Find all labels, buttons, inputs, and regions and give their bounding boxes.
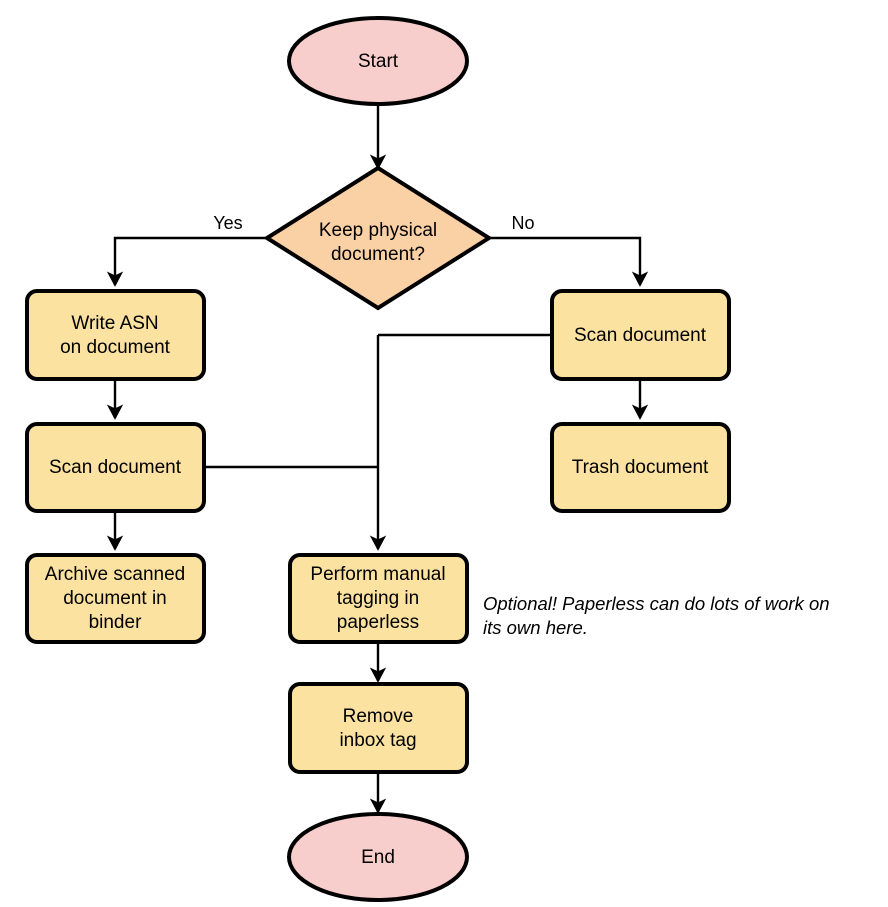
tagging-box-shape — [288, 553, 469, 644]
decision-label-line1: Keep physical — [319, 220, 437, 241]
start-label: Start — [358, 51, 399, 72]
node-trash-document[interactable]: Trash document — [550, 422, 731, 513]
archive-box-shape — [25, 553, 206, 644]
node-perform-manual-tagging[interactable]: Perform manual tagging in paperless — [288, 553, 469, 644]
scan-document-left-label: Scan document — [49, 457, 182, 478]
write-asn-label-line1: Write ASN — [71, 313, 158, 334]
node-decision-keep-physical-document[interactable]: Keep physical document? — [263, 165, 493, 311]
decision-label-line2: document? — [331, 244, 425, 265]
trash-document-box-shape — [550, 422, 731, 513]
edge-decision-yes-to-write-asn — [106, 236, 267, 287]
remove-inbox-label-line2: inbox tag — [339, 730, 416, 751]
edge-label-yes: Yes — [213, 213, 242, 233]
scan-document-right-label: Scan document — [574, 325, 707, 346]
end-label: End — [361, 847, 395, 868]
edge-decision-no-to-scan-right — [489, 236, 649, 287]
remove-inbox-label-line1: Remove — [343, 706, 414, 727]
archive-label-line3: binder — [89, 612, 142, 633]
start-ellipse-shape — [287, 16, 469, 106]
annotation-line2: its own here. — [483, 617, 588, 638]
node-archive-scanned-document[interactable]: Archive scanned document in binder — [25, 553, 206, 644]
decision-diamond-shape — [263, 165, 493, 311]
node-scan-document-right[interactable]: Scan document — [550, 289, 731, 381]
trash-document-label: Trash document — [572, 457, 709, 478]
archive-label-line1: Archive scanned — [45, 564, 185, 585]
annotation-line1: Optional! Paperless can do lots of work … — [483, 593, 830, 614]
node-scan-document-left[interactable]: Scan document — [25, 422, 206, 513]
tagging-label-line1: Perform manual — [310, 564, 445, 585]
write-asn-box-shape — [25, 289, 206, 381]
scan-document-left-box-shape — [25, 422, 206, 513]
scan-document-right-box-shape — [550, 289, 731, 381]
write-asn-label-line2: on document — [60, 337, 171, 358]
node-end[interactable]: End — [287, 812, 469, 902]
tagging-label-line2: tagging in — [337, 588, 419, 609]
node-start[interactable]: Start — [287, 16, 469, 106]
tagging-label-line3: paperless — [337, 612, 419, 633]
node-write-asn-on-document[interactable]: Write ASN on document — [25, 289, 206, 381]
end-ellipse-shape — [287, 812, 469, 902]
annotation-optional-note: Optional! Paperless can do lots of work … — [483, 593, 830, 638]
node-remove-inbox-tag[interactable]: Remove inbox tag — [288, 682, 469, 774]
edge-label-no: No — [511, 213, 534, 233]
archive-label-line2: document in — [63, 588, 167, 609]
remove-inbox-box-shape — [288, 682, 469, 774]
